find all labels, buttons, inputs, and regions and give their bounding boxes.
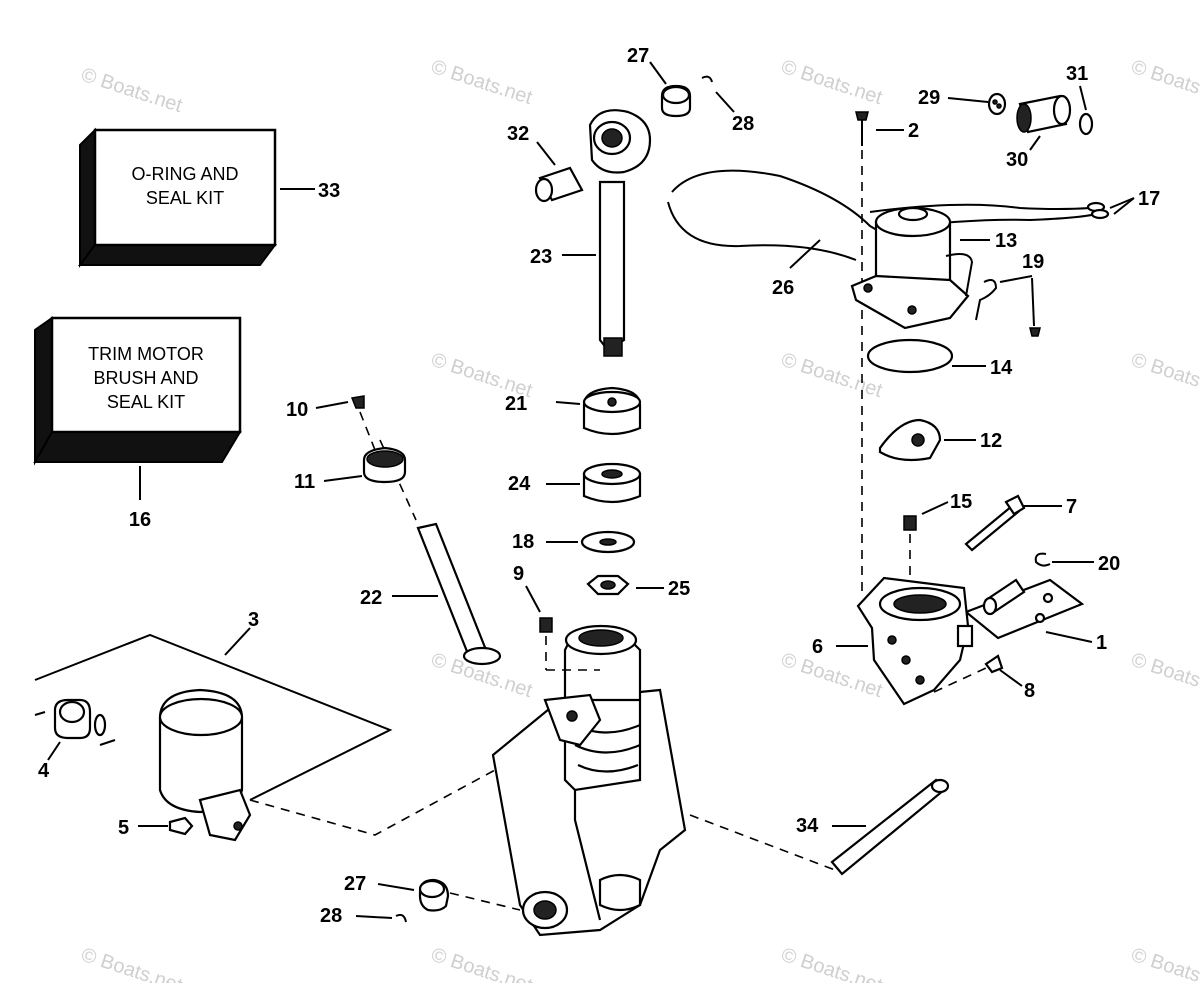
watermark: © Boats.net (778, 944, 885, 983)
callout-20: 20 (1098, 553, 1120, 575)
callout-5: 5 (118, 817, 129, 839)
ram-assembly: 32 23 27 28 (507, 45, 754, 357)
callout-2: 2 (908, 120, 919, 142)
watermark: © Boats.net (428, 944, 535, 983)
seal-kit-line-2: SEAL KIT (146, 188, 224, 208)
brush-kit-box: TRIM MOTOR BRUSH AND SEAL KIT 16 (33, 316, 242, 531)
part-34-pin: 34 (796, 778, 950, 876)
callout-34: 34 (796, 815, 819, 837)
callout-33: 33 (318, 180, 340, 202)
callout-24: 24 (508, 473, 531, 495)
callout-19: 19 (1022, 251, 1044, 273)
callout-11: 11 (294, 471, 315, 493)
brush-kit-line-1: TRIM MOTOR (88, 344, 204, 364)
trim-motor-assembly: 2 17 26 13 19 14 12 (667, 111, 1160, 595)
callout-29: 29 (918, 87, 940, 109)
watermark: © Boats.net (78, 944, 185, 983)
callout-27-upper: 27 (627, 45, 649, 67)
callout-1: 1 (1096, 632, 1107, 654)
watermark: © Boats.net (1128, 649, 1200, 702)
brush-kit-line-2: BRUSH AND (93, 368, 198, 388)
watermark: © Boats.net (778, 56, 885, 109)
seal-kit-box: O-RING AND SEAL KIT 33 (78, 127, 340, 268)
callout-25: 25 (668, 578, 690, 600)
callout-13: 13 (995, 230, 1017, 252)
callout-7: 7 (1066, 496, 1077, 518)
cylinder-housing (249, 624, 836, 937)
callout-32: 32 (507, 123, 529, 145)
watermark: © Boats.net (1128, 56, 1200, 109)
callout-16: 16 (129, 509, 151, 531)
callout-15: 15 (950, 491, 972, 513)
callout-3: 3 (248, 609, 259, 631)
parts-29-30-31: 29 30 31 (918, 63, 1094, 171)
callout-30: 30 (1006, 149, 1028, 171)
callout-9: 9 (513, 563, 524, 585)
callout-17: 17 (1138, 188, 1160, 210)
callout-27-lower: 27 (344, 873, 366, 895)
watermark: © Boats.net (78, 64, 185, 117)
part-3-motor-assembly: 3 4 5 (34, 609, 393, 842)
callout-10: 10 (286, 399, 308, 421)
watermark: © Boats.net (778, 649, 885, 702)
part-22-tube: 22 (360, 439, 502, 666)
callout-8: 8 (1024, 680, 1035, 702)
lower-bushings: 27 28 (320, 873, 450, 927)
callout-14: 14 (990, 357, 1013, 379)
callout-4: 4 (38, 760, 50, 782)
parts-10-11: 10 11 (286, 395, 407, 493)
callout-31: 31 (1066, 63, 1088, 85)
watermark: © Boats.net (1128, 349, 1200, 402)
part-9: 9 (513, 563, 600, 671)
callout-22: 22 (360, 587, 382, 609)
callout-12: 12 (980, 430, 1002, 452)
piston-stack: 21 24 18 25 (505, 386, 690, 600)
callout-28-upper: 28 (732, 113, 754, 135)
callout-23: 23 (530, 246, 552, 268)
callout-28-lower: 28 (320, 905, 342, 927)
brush-kit-line-3: SEAL KIT (107, 392, 185, 412)
watermark: © Boats.net (428, 56, 535, 109)
callout-26: 26 (772, 277, 794, 299)
callout-6: 6 (812, 636, 823, 658)
callout-18: 18 (512, 531, 534, 553)
watermark: © Boats.net (1128, 944, 1200, 983)
pump-assembly: 15 7 20 1 6 8 (812, 491, 1120, 706)
callout-21: 21 (505, 393, 527, 415)
seal-kit-line-1: O-RING AND (131, 164, 238, 184)
